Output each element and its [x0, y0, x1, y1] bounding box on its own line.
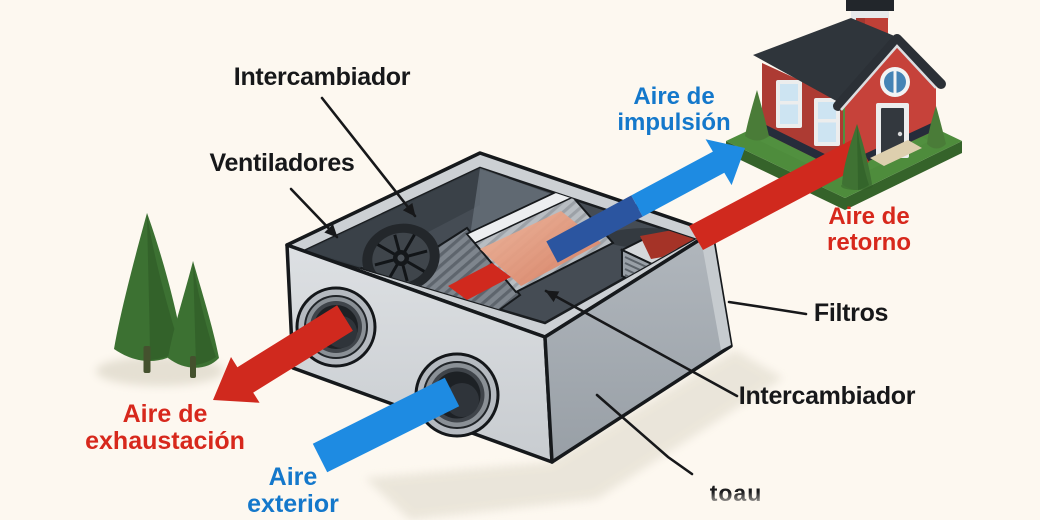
label-exchanger-bottom: Intercambiador: [738, 382, 916, 410]
label-outdoor-air-line2: exterior: [247, 490, 339, 518]
leader-exchanger-bottom: [544, 289, 739, 398]
return-air-band: [689, 138, 869, 250]
exhaust-air-arrow: [213, 305, 353, 403]
house-foreground: [745, 90, 946, 190]
label-return-air-line1: Aire de: [828, 203, 910, 230]
leader-filters: [727, 300, 808, 316]
supply-air-arrow: [631, 139, 745, 217]
label-fans: Ventiladores: [209, 149, 355, 177]
leader-lines: [289, 96, 808, 476]
label-exhaust-air: Aire de exhaustación: [85, 401, 245, 455]
label-supply-air: Aire de impulsión: [617, 84, 730, 136]
outdoor-air-arrow: [312, 377, 460, 473]
airflow-arrows: [213, 139, 745, 473]
label-exchanger-top: Intercambiador: [233, 63, 411, 91]
label-supply-air-line2: impulsión: [617, 108, 731, 136]
leader-garbled: [595, 393, 694, 476]
label-filters: Filtros: [813, 299, 889, 327]
label-supply-air-line1: Aire de: [633, 83, 715, 110]
garbled-text-fade: [690, 492, 790, 520]
leader-exchanger-top: [320, 96, 417, 218]
trees-illustration: [114, 213, 219, 378]
warm-air-patch: [448, 263, 511, 300]
leader-fans: [289, 187, 339, 239]
supply-air-inside: [546, 195, 643, 263]
label-outdoor-air: Aire exterior: [247, 464, 339, 518]
label-exhaust-air-line1: Aire de: [122, 400, 208, 428]
label-return-air-line2: retorno: [827, 228, 911, 256]
label-return-air: Aire de retorno: [827, 204, 911, 256]
label-exhaust-air-line2: exhaustación: [85, 427, 245, 455]
label-outdoor-air-line1: Aire: [268, 463, 318, 491]
